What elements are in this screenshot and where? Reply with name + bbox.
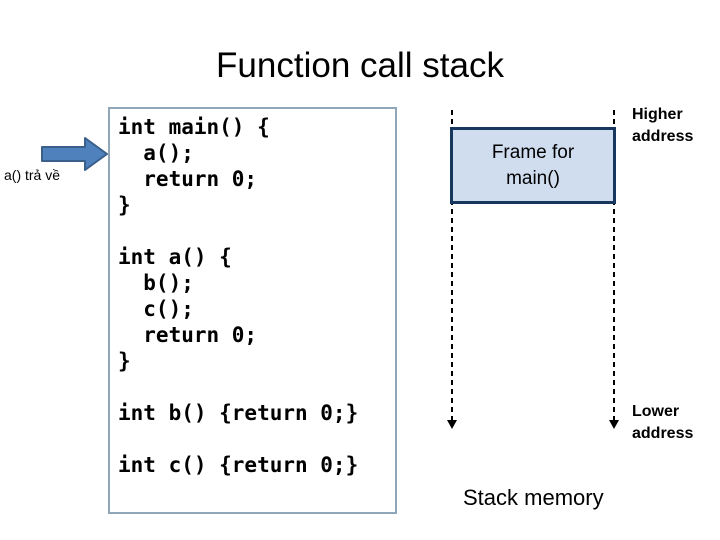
stack-boundary-line-right	[613, 110, 615, 420]
return-arrow-label: a() trả về	[4, 167, 61, 183]
slide-title: Function call stack	[216, 46, 504, 85]
lower-address-label: Lower address	[632, 403, 694, 442]
stack-growth-arrowhead-right-icon	[609, 420, 619, 429]
stack-boundary-line-left	[451, 110, 453, 420]
stack-frame-main-label: Frame for main()	[491, 141, 575, 189]
stack-frame-main: Frame for main()	[450, 127, 616, 204]
code-text: int main() { a(); return 0; } int a() { …	[118, 115, 359, 477]
return-arrow-icon	[41, 137, 108, 171]
higher-address-label: Higher address	[632, 106, 694, 145]
stack-memory-label: Stack memory	[463, 485, 604, 510]
stack-growth-arrowhead-left-icon	[447, 420, 457, 429]
code-block: int main() { a(); return 0; } int a() { …	[108, 107, 397, 514]
